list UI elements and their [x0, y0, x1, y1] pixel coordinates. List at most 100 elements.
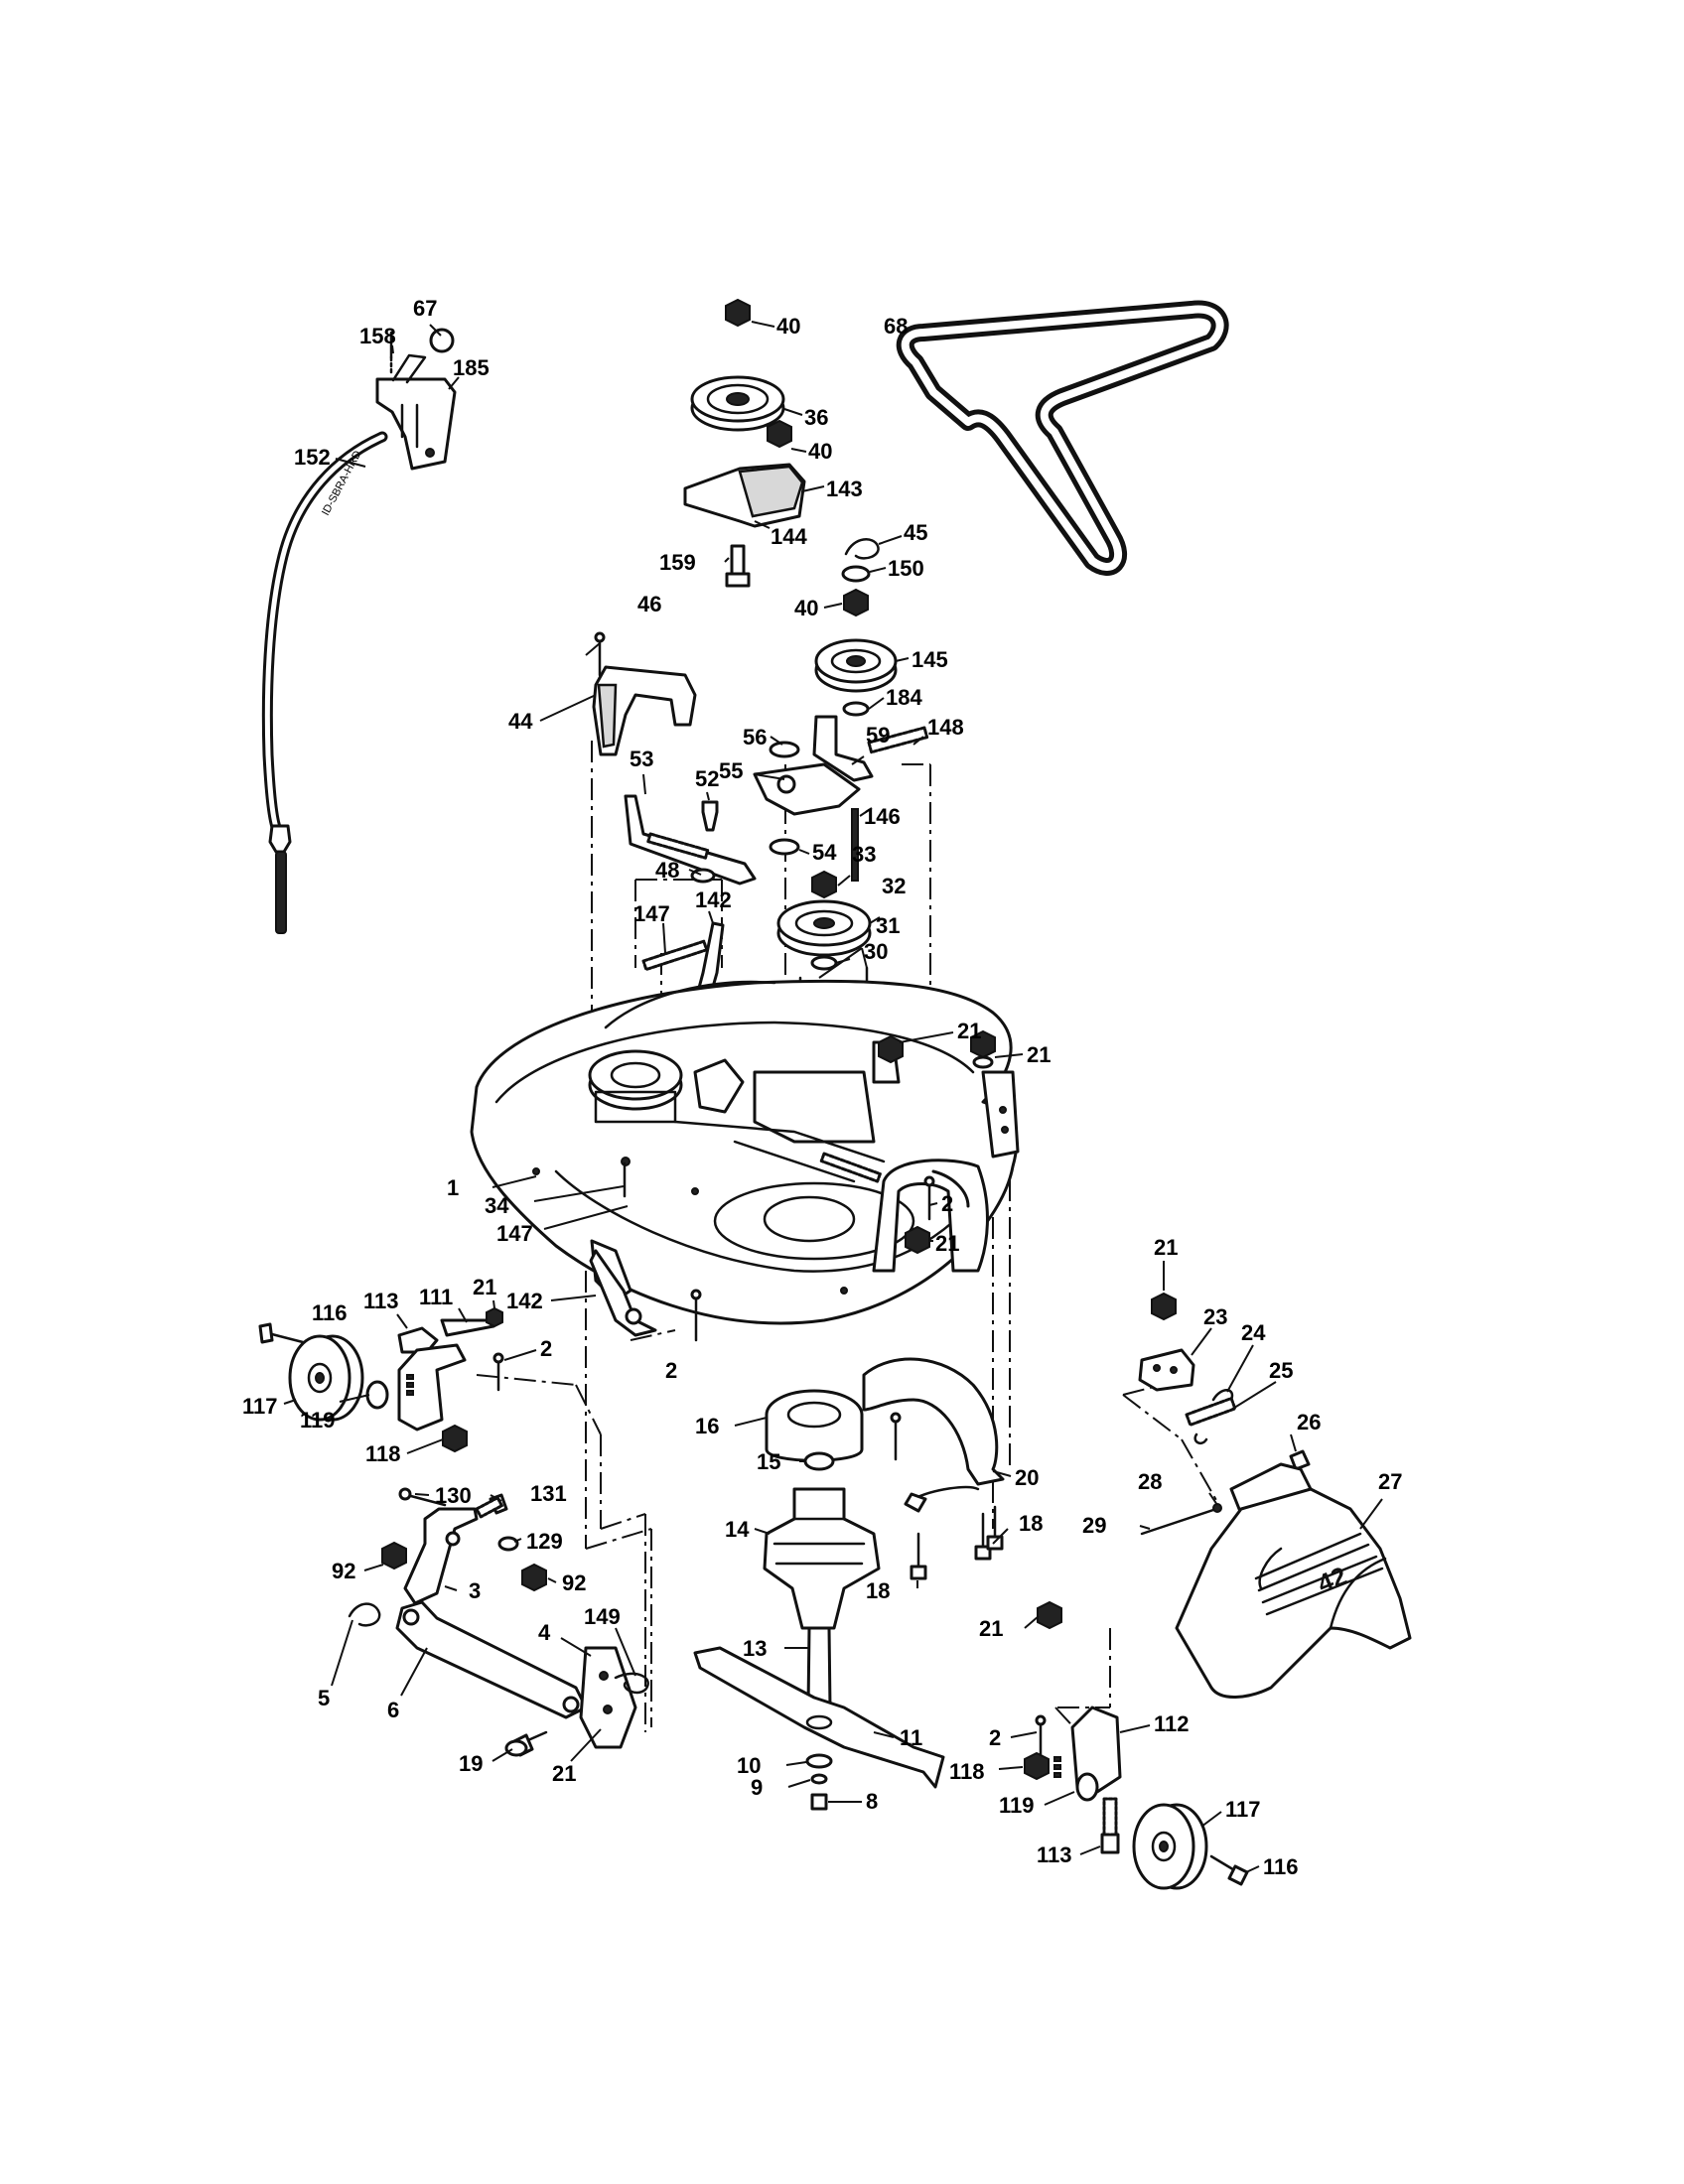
callout-117-left: 117 [242, 1394, 278, 1419]
callout-113-right: 113 [1037, 1843, 1072, 1867]
upper-idler-group [683, 298, 806, 588]
callout-142-lower: 142 [506, 1289, 543, 1313]
callout-119-right: 119 [999, 1793, 1035, 1818]
callout-130: 130 [435, 1483, 472, 1508]
spindle-assembly [763, 1389, 881, 1717]
callout-26: 26 [1297, 1410, 1321, 1434]
callout-67: 67 [413, 296, 437, 321]
callout-117-right: 117 [1225, 1797, 1261, 1822]
left-gauge-wheel-assembly [258, 1306, 504, 1453]
callout-54: 54 [812, 840, 837, 865]
rear-lift-arm-group [348, 1600, 649, 1757]
callout-2-b: 2 [540, 1336, 552, 1361]
callout-10: 10 [737, 1753, 761, 1778]
callout-24: 24 [1241, 1320, 1266, 1345]
idler-arm-bracket [812, 715, 874, 782]
callout-3: 3 [469, 1578, 481, 1603]
callout-21-c: 21 [935, 1231, 959, 1256]
callout-92-left: 92 [332, 1559, 355, 1583]
callout-68: 68 [884, 314, 908, 339]
callout-184: 184 [886, 685, 922, 710]
callout-92-right: 92 [562, 1570, 586, 1595]
callout-13: 13 [743, 1636, 767, 1661]
callout-53: 53 [630, 747, 653, 771]
callout-1: 1 [447, 1175, 459, 1200]
callout-labels: 67 158 185 152 40 36 40 143 144 159 68 4… [242, 296, 1402, 1879]
callout-21-a: 21 [957, 1019, 981, 1043]
callout-52: 52 [695, 766, 719, 791]
callout-158: 158 [359, 324, 396, 348]
belt-guard [592, 631, 697, 756]
callout-6: 6 [387, 1698, 399, 1722]
idler-arm [753, 741, 861, 882]
callout-131: 131 [530, 1481, 567, 1506]
callout-145: 145 [912, 647, 948, 672]
callout-leaders [283, 321, 1383, 1873]
callout-45: 45 [904, 520, 927, 545]
callout-32: 32 [882, 874, 906, 898]
callout-21-b: 21 [1027, 1042, 1051, 1067]
discharge-chute-group: 42 [1138, 1292, 1412, 1699]
callout-118-left: 118 [365, 1441, 401, 1466]
callout-16: 16 [695, 1414, 719, 1438]
callout-9: 9 [751, 1775, 763, 1800]
callout-46: 46 [637, 592, 661, 616]
callout-119-left: 119 [300, 1408, 336, 1433]
callout-56: 56 [743, 725, 767, 750]
callout-25: 25 [1269, 1358, 1293, 1383]
callout-146: 146 [864, 804, 901, 829]
knob-icon [429, 328, 455, 353]
callout-55: 55 [719, 758, 743, 783]
callout-34: 34 [485, 1193, 509, 1218]
callout-148: 148 [927, 715, 964, 740]
callout-2-a: 2 [941, 1191, 953, 1216]
callout-21-e: 21 [473, 1275, 496, 1299]
callout-2-c: 2 [665, 1358, 677, 1383]
lift-link-bracket [589, 1249, 657, 1337]
mower-deck-housing [470, 979, 1020, 1325]
callout-27: 27 [1378, 1469, 1402, 1494]
callout-113-left: 113 [363, 1289, 399, 1313]
callout-149: 149 [584, 1604, 621, 1629]
deck-hardware [623, 1029, 996, 1342]
deck-lift-cable-assembly: ID-SBRA-HRD [261, 328, 457, 934]
callout-40-lower: 40 [794, 596, 818, 620]
drive-belt [896, 300, 1229, 576]
callout-4: 4 [538, 1620, 551, 1645]
deck-baffle [862, 1357, 1005, 1580]
callout-40-top: 40 [776, 314, 800, 339]
callout-15: 15 [757, 1449, 780, 1474]
callout-33: 33 [852, 842, 876, 867]
callout-14: 14 [725, 1517, 750, 1542]
callout-18-right: 18 [1019, 1511, 1043, 1536]
callout-44: 44 [508, 709, 533, 734]
callout-59: 59 [866, 723, 890, 748]
callout-150: 150 [888, 556, 924, 581]
callout-40-mid: 40 [808, 439, 832, 464]
callout-23: 23 [1203, 1304, 1227, 1329]
tension-idler-group [812, 538, 929, 782]
right-gauge-wheel-assembly [1024, 1600, 1249, 1890]
callout-147-upper: 147 [633, 901, 670, 926]
callout-21-g: 21 [552, 1761, 576, 1786]
callout-21-d: 21 [1154, 1235, 1178, 1260]
callout-20: 20 [1015, 1465, 1039, 1490]
callout-142-upper: 142 [695, 887, 732, 912]
callout-152: 152 [294, 445, 331, 470]
callout-30: 30 [864, 939, 888, 964]
callout-129: 129 [526, 1529, 563, 1554]
callout-5: 5 [318, 1686, 330, 1710]
callout-11: 11 [900, 1725, 922, 1750]
callout-144: 144 [771, 524, 807, 549]
callout-185: 185 [453, 355, 490, 380]
callout-2-d: 2 [989, 1725, 1001, 1750]
callout-116-right: 116 [1263, 1854, 1299, 1879]
callout-18-lower: 18 [866, 1578, 890, 1603]
front-lift-link-group [381, 1487, 547, 1605]
callout-21-f: 21 [979, 1616, 1003, 1641]
callout-143: 143 [826, 477, 863, 501]
callout-19: 19 [459, 1751, 483, 1776]
callout-111: 111 [419, 1285, 453, 1309]
callout-159: 159 [659, 550, 696, 575]
